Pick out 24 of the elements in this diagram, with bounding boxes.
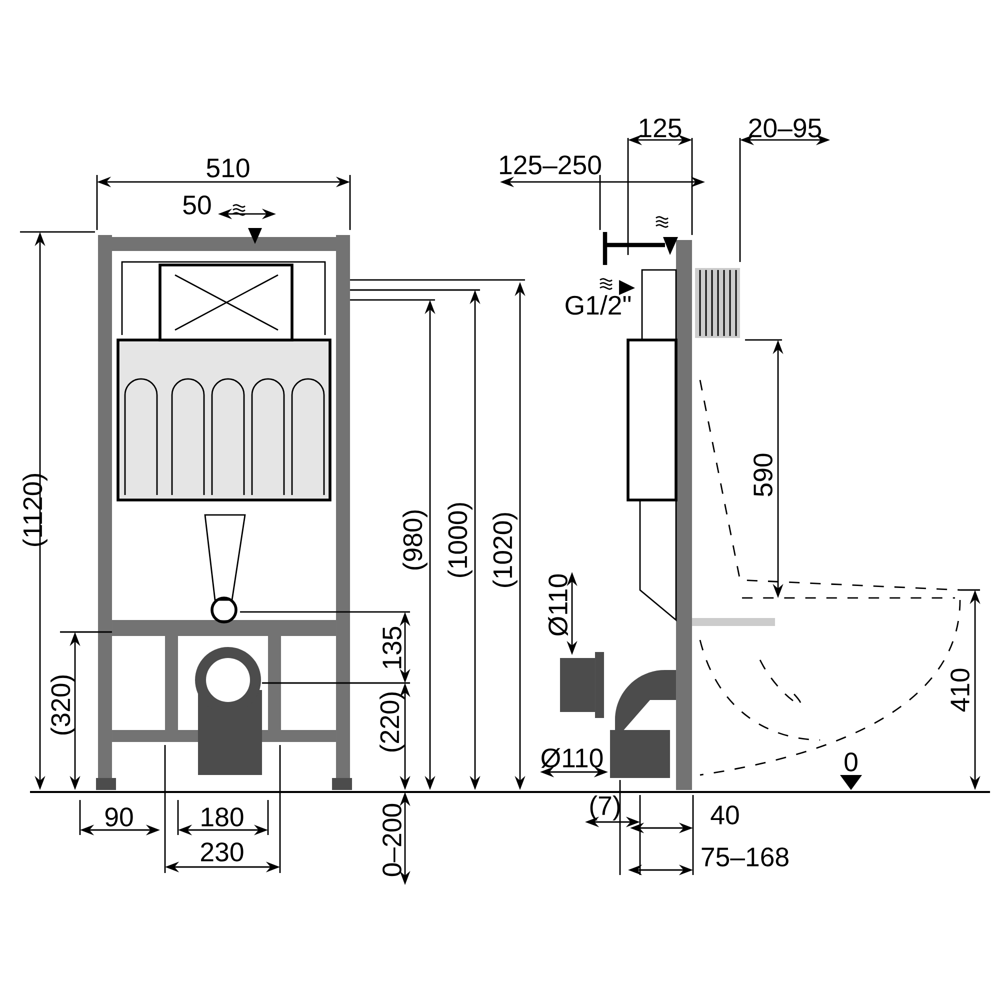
dimension-label: Ø110 [548, 574, 568, 636]
dimension-label: 180 [202, 808, 244, 826]
dimension-label: Ø110 [541, 748, 603, 768]
level-label: 0 [844, 752, 858, 772]
dimension-label: 510 [206, 158, 250, 178]
dimension-label: 0–200 [382, 804, 402, 876]
dimension-label: 50 [183, 195, 211, 214]
dimension-label: 590 [754, 454, 772, 496]
dimension-label: 230 [201, 842, 244, 862]
dimension-label: 75–168 [702, 848, 788, 866]
thread-label: G1/2" [566, 295, 631, 315]
dimension-label: 90 [105, 808, 133, 826]
dimension-label: (7) [590, 796, 620, 820]
dimension-label: 135 [382, 626, 402, 668]
dimension-label: 410 [950, 668, 970, 712]
dimension-label: (320) [50, 676, 76, 735]
dimension-label: 125–250 [500, 155, 601, 174]
dimension-label: 20–95 [749, 118, 822, 138]
dimension-label: 40 [710, 806, 739, 824]
dimension-label: (980) [402, 510, 428, 570]
dimension-label: 125 [640, 118, 682, 138]
dimension-label: (220) [380, 692, 404, 752]
dimension-label: (1020) [492, 513, 518, 587]
dimension-label: (1000) [448, 503, 472, 577]
